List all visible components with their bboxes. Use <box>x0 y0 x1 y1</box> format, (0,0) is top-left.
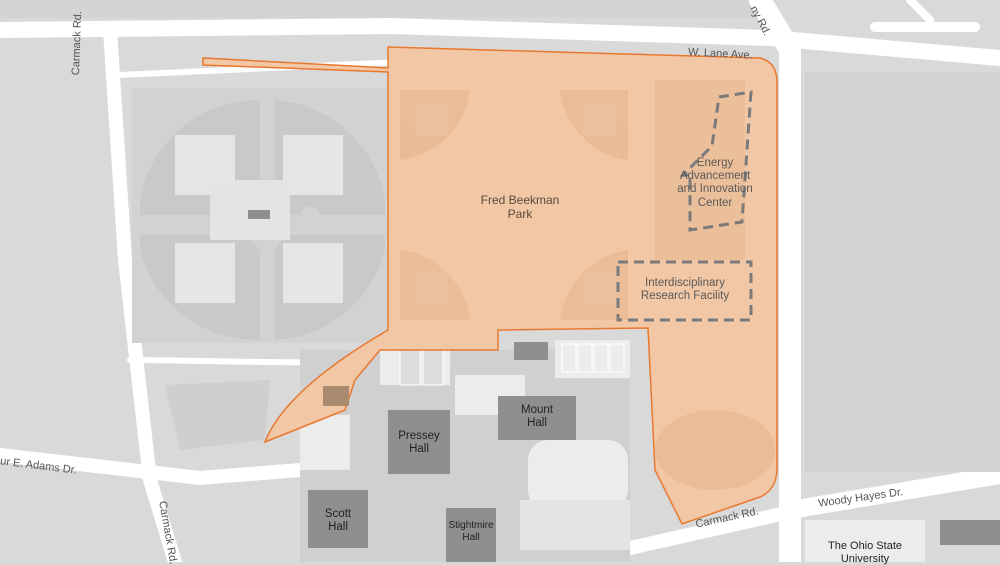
west-parking-lot <box>165 380 270 450</box>
carmack-rd-south-road <box>623 505 797 555</box>
lane-ave-road <box>0 17 1000 66</box>
stightmire-hall-building <box>446 508 496 562</box>
carmack-rd-west-road <box>103 23 182 562</box>
north-block <box>0 0 760 18</box>
park-label-line2: Park <box>507 206 533 221</box>
carmack-rd-north-label: Carmack Rd. <box>70 10 85 76</box>
pressey-hall-label: Pressey Hall <box>398 430 440 456</box>
research-facility-outline <box>616 260 753 322</box>
mount-hall-label: Mount Hall <box>521 404 553 430</box>
park-label-line1: Fred Beekman <box>480 193 560 207</box>
ne-road-stub <box>906 0 934 24</box>
east-building <box>940 520 1000 545</box>
research-facility-label: Interdisciplinary Research Facility <box>640 277 730 303</box>
kenny-rd-road <box>749 0 801 562</box>
woody-hayes-road <box>781 466 1000 519</box>
park-label: Fred Beekman Park <box>470 193 570 222</box>
east-field-area <box>655 80 745 260</box>
east-block <box>805 72 1000 472</box>
stightmire-hall-label: Stightmire Hall <box>448 520 494 543</box>
small-building <box>514 342 548 360</box>
park-infields <box>415 103 615 305</box>
north-east-road-stub <box>870 22 980 32</box>
park-building <box>323 386 349 406</box>
west-softball-complex <box>132 88 387 343</box>
scott-hall-label: Scott Hall <box>324 508 352 534</box>
pressey-hall-building <box>388 410 450 474</box>
mount-hall-building <box>498 396 576 440</box>
adams-dr-road <box>0 448 307 486</box>
osu-block <box>805 520 925 562</box>
energy-center-outline <box>679 90 753 232</box>
service-road <box>117 59 403 78</box>
energy-center-label: Energy Advancement and Innovation Center <box>677 157 753 209</box>
scott-hall-building <box>308 490 368 548</box>
osu-label: The Ohio State University <box>828 540 902 565</box>
concession-building <box>248 210 270 219</box>
